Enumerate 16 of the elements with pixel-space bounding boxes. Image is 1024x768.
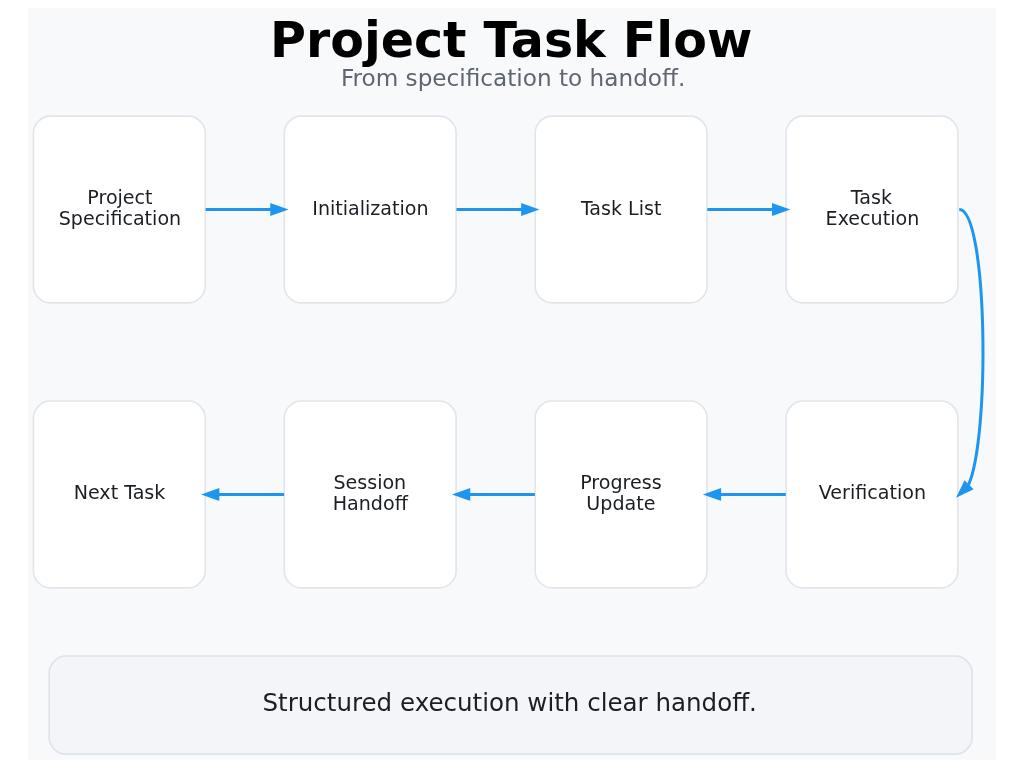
arrow [201, 488, 285, 501]
node-box: Project Specification [32, 115, 207, 304]
arrow [702, 488, 786, 501]
node-box: Session Handoff [283, 400, 457, 589]
arrow [956, 208, 985, 498]
node-box: Next Task [32, 400, 207, 589]
node-box: Initialization [283, 115, 457, 304]
node-box: Progress Update [534, 400, 708, 589]
node-box: Verification [785, 400, 959, 589]
node-box: Task Execution [785, 115, 959, 304]
node-box: Task List [534, 115, 708, 304]
arrow [456, 203, 540, 216]
arrow [205, 203, 289, 216]
arrow [451, 488, 535, 501]
arrow [707, 203, 791, 216]
node-box: Structured execution with clear handoff. [48, 655, 973, 755]
